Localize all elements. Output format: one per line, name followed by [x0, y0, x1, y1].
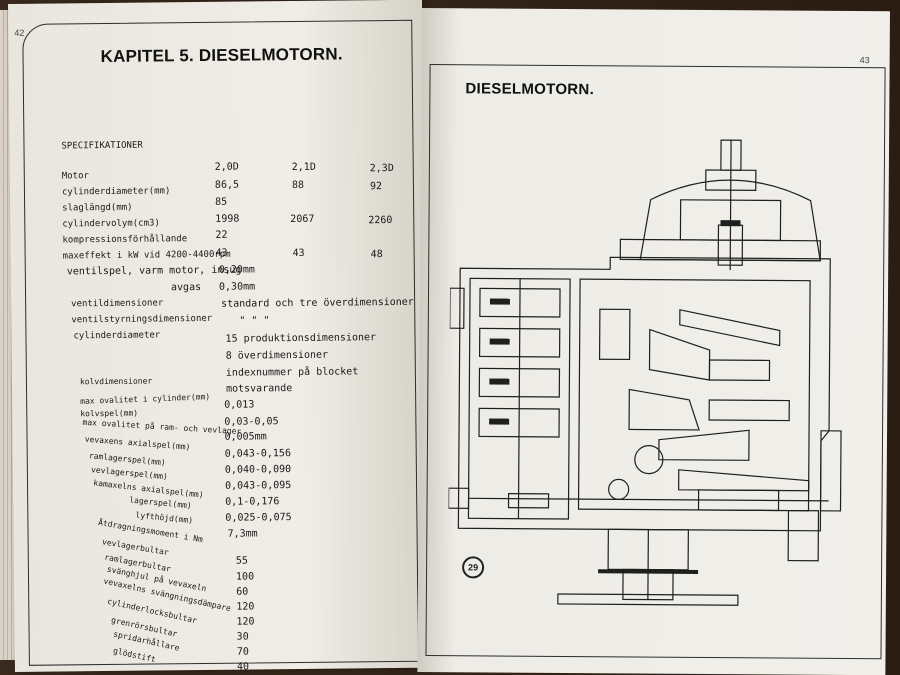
torque-value: 100 [235, 571, 255, 583]
ventildim-value: standard och tre överdimensioner [221, 296, 414, 310]
motor-label: Motor [61, 171, 89, 182]
tol-value: 0,040-0,090 [224, 464, 292, 476]
right-page-number: 43 [859, 55, 870, 66]
spec-row-label: maxeffekt i kW vid 4200-4400rpm [62, 249, 231, 262]
model-col-1: 2,0D [214, 161, 239, 173]
torque-value: 60 [236, 586, 249, 598]
spec-row-value: 85 [215, 196, 228, 208]
spec-row-value: 43 [215, 247, 228, 259]
kolvdim-label: kolvdimensioner [79, 376, 153, 387]
figure-number-badge: 29 [462, 556, 485, 579]
ventilspel-label: ventilspel, varm motor, insug [66, 264, 242, 278]
cyldia-label: cylinderdiameter [73, 330, 161, 342]
spec-row-value: 92 [369, 181, 383, 193]
spec-row-label: kompressionsförhållande [62, 234, 188, 246]
tol-value: 0,043-0,095 [225, 480, 292, 492]
model-col-2: 2,1D [291, 161, 316, 174]
chapter-title: KAPITEL 5. DIESELMOTORN. [100, 44, 343, 67]
tol-value: 0,025-0,075 [225, 512, 292, 524]
spec-row-value: 1998 [215, 213, 240, 225]
spec-row-label: slaglängd(mm) [62, 202, 133, 214]
torque-value: 70 [236, 646, 249, 658]
model-col-3: 2,3D [369, 162, 394, 175]
torque-value: 55 [235, 555, 248, 567]
right-page: 43 DIESELMOTORN. [417, 8, 890, 675]
spec-row-value: 43 [292, 247, 305, 260]
spec-row-value: 22 [215, 229, 228, 241]
left-page-number: 42 [14, 27, 25, 38]
tol-value: 0,1-0,176 [225, 496, 280, 508]
spec-row-value: 2067 [290, 213, 315, 226]
left-page: 42 KAPITEL 5. DIESELMOTORN. SPECIFIKATIO… [8, 0, 429, 673]
torque-value: 40 [236, 661, 250, 673]
ventilspel-avgas-value: 0,30mm [218, 281, 256, 293]
cyldia-line: 15 produktionsdimensioner [225, 332, 377, 345]
spec-row-value: 88 [291, 179, 305, 192]
spec-row-value: 2260 [368, 214, 393, 227]
ventilstyr-label: ventilstyrningsdimensioner [71, 313, 213, 326]
diagram-title: DIESELMOTORN. [465, 80, 595, 99]
ventildim-label: ventildimensioner [71, 298, 164, 310]
avgas-label: avgas [170, 281, 202, 294]
cyldia-line: motsvarande [225, 383, 293, 395]
torque-value: 120 [236, 616, 255, 628]
torque-value: 120 [236, 601, 255, 613]
tol-label: kolvspel(mm) [80, 408, 139, 419]
tol-value: 0,013 [224, 399, 255, 411]
spec-row-label: cylinderdiameter(mm) [61, 186, 171, 198]
ventilstyr-value: " " " [239, 315, 270, 327]
ventilspel-insug-value: 0,20mm [218, 264, 255, 276]
torque-value: 30 [236, 631, 249, 643]
cyldia-line: indexnummer på blocket [225, 366, 359, 379]
tol-value: 0,005mm [224, 431, 267, 443]
spec-row-value: 48 [370, 249, 383, 261]
tol-value: 0,043-0,156 [224, 448, 292, 460]
spec-header: SPECIFIKATIONER [61, 140, 143, 152]
cyldia-line: 8 överdimensioner [225, 349, 329, 362]
spec-row-value: 86,5 [214, 179, 240, 191]
extra-value: 7,3mm [227, 528, 258, 540]
spec-row-label: cylindervolym(cm3) [62, 218, 160, 230]
engine-cross-section-drawing [447, 139, 842, 606]
